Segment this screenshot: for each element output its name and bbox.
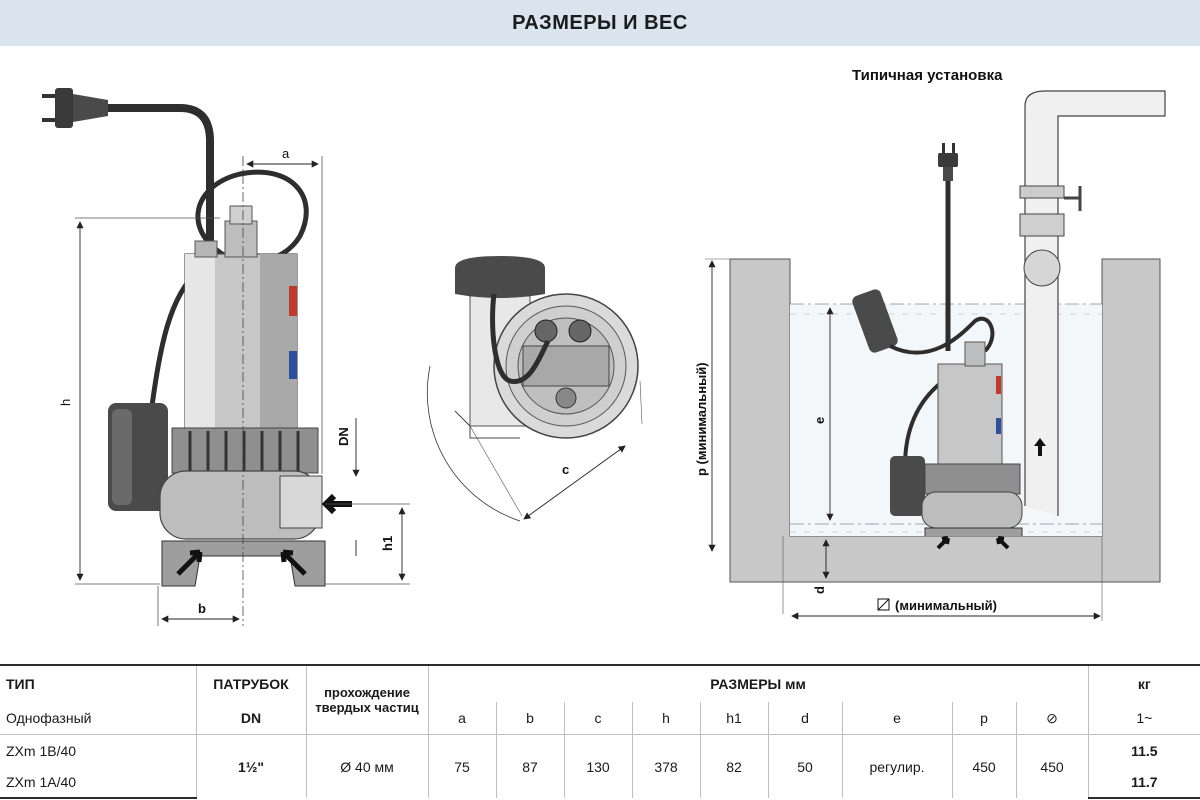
spec-table: ТИП ПАТРУБОК прохождение твердых частиц … <box>0 664 1200 799</box>
dim-label-c: c <box>562 462 569 477</box>
port-value: 1½" <box>195 734 306 798</box>
dim-col-d: d <box>767 702 842 735</box>
dim-col-e: e <box>841 702 952 735</box>
dim-label-square: (минимальный) <box>895 598 997 613</box>
header-weight-phase: 1~ <box>1087 702 1200 735</box>
flow-arrow-icon <box>1034 438 1046 456</box>
dim-value-d: 50 <box>767 734 842 798</box>
header-dimensions: РАЗМЕРЫ мм <box>427 664 1089 702</box>
inlet-arrow-icon <box>996 536 1010 550</box>
dim-col-square: ⊘ <box>1015 702 1089 735</box>
inlet-arrow-icon <box>176 549 203 576</box>
header-type: ТИП <box>0 664 196 702</box>
page-title: РАЗМЕРЫ И ВЕС <box>512 11 688 34</box>
square-symbol-icon <box>877 598 890 611</box>
dim-label-p: p (минимальный) <box>694 362 709 476</box>
dim-label-d: d <box>812 586 827 594</box>
table-row-model: ZXm 1A/40 <box>0 766 196 799</box>
dim-value-p: 450 <box>951 734 1016 798</box>
inlet-arrow-icon <box>280 549 307 576</box>
table-row-model: ZXm 1B/40 <box>0 734 196 766</box>
check-valve <box>1019 213 1065 237</box>
dim-value-a: 75 <box>427 734 496 798</box>
header-port: ПАТРУБОК <box>195 664 306 702</box>
dim-value-square: 450 <box>1015 734 1089 798</box>
header-solids: прохождение твердых частиц <box>305 664 428 735</box>
header-phase: Однофазный <box>6 710 92 726</box>
installation-title: Типичная установка <box>852 67 1003 84</box>
dim-label-b: b <box>198 601 206 616</box>
dim-label-dn: DN <box>336 427 351 446</box>
dim-value-c: 130 <box>563 734 632 798</box>
weight-value: 11.5 <box>1087 734 1200 766</box>
dim-label-a: a <box>282 146 290 161</box>
dim-value-h: 378 <box>631 734 700 798</box>
pump-side-view: h a DN h1 b <box>42 88 410 626</box>
header-weight: кг <box>1087 664 1200 702</box>
technical-drawing: h a DN h1 b c <box>42 67 1166 626</box>
dim-label-e: e <box>812 417 827 424</box>
dim-col-a: a <box>427 702 496 735</box>
dim-col-h: h <box>631 702 700 735</box>
float-switch-top <box>455 256 545 298</box>
weight-value: 11.7 <box>1087 766 1200 799</box>
discharge-port <box>279 475 323 529</box>
power-plug-icon <box>42 88 108 128</box>
dim-value-e: регулир. <box>841 734 952 798</box>
page-header: РАЗМЕРЫ И ВЕС <box>0 0 1200 46</box>
float-switch <box>852 289 898 353</box>
cable-gland-icon <box>568 319 592 343</box>
dim-label-h1: h1 <box>380 536 395 551</box>
installation-view: Типичная установка <box>694 67 1166 621</box>
pump-installed <box>937 363 1003 465</box>
dim-col-b: b <box>495 702 564 735</box>
cable-gland-icon <box>534 319 558 343</box>
dim-col-h1: h1 <box>699 702 768 735</box>
header-port-dn: DN <box>195 702 306 735</box>
dim-value-b: 87 <box>495 734 564 798</box>
discharge-pipe <box>1024 90 1166 516</box>
gate-valve-icon <box>1064 186 1082 211</box>
pump-top-view: c <box>426 256 643 522</box>
dim-col-p: p <box>951 702 1016 735</box>
power-cable <box>108 104 214 256</box>
power-plug-icon <box>938 143 958 181</box>
dim-label-h: h <box>58 399 73 406</box>
inlet-arrow-icon <box>936 536 950 550</box>
solids-value: Ø 40 мм <box>305 734 428 798</box>
dim-value-h1: 82 <box>699 734 768 798</box>
dim-col-c: c <box>563 702 632 735</box>
